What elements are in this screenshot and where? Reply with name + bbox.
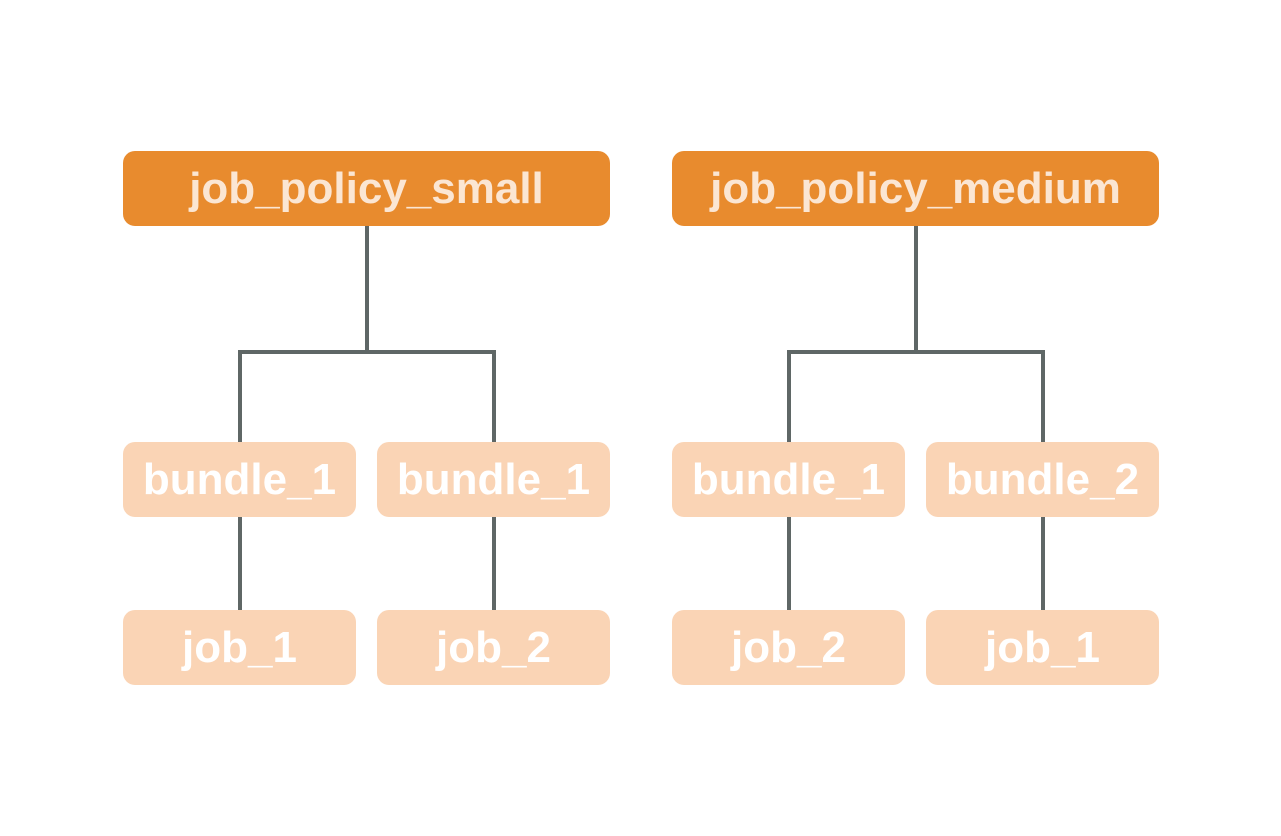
- bundle-node: bundle_1: [377, 442, 610, 517]
- job-node: job_2: [672, 610, 905, 685]
- bundle-node: bundle_1: [672, 442, 905, 517]
- bundle-node: bundle_1: [123, 442, 356, 517]
- connector-root-b-to-bundles: [787, 226, 1045, 442]
- policy-node-medium: job_policy_medium: [672, 151, 1159, 226]
- job-node: job_2: [377, 610, 610, 685]
- connector-root-a-to-bundles: [238, 226, 496, 442]
- job-node: job_1: [926, 610, 1159, 685]
- bundle-node: bundle_2: [926, 442, 1159, 517]
- job-node: job_1: [123, 610, 356, 685]
- policy-node-small: job_policy_small: [123, 151, 610, 226]
